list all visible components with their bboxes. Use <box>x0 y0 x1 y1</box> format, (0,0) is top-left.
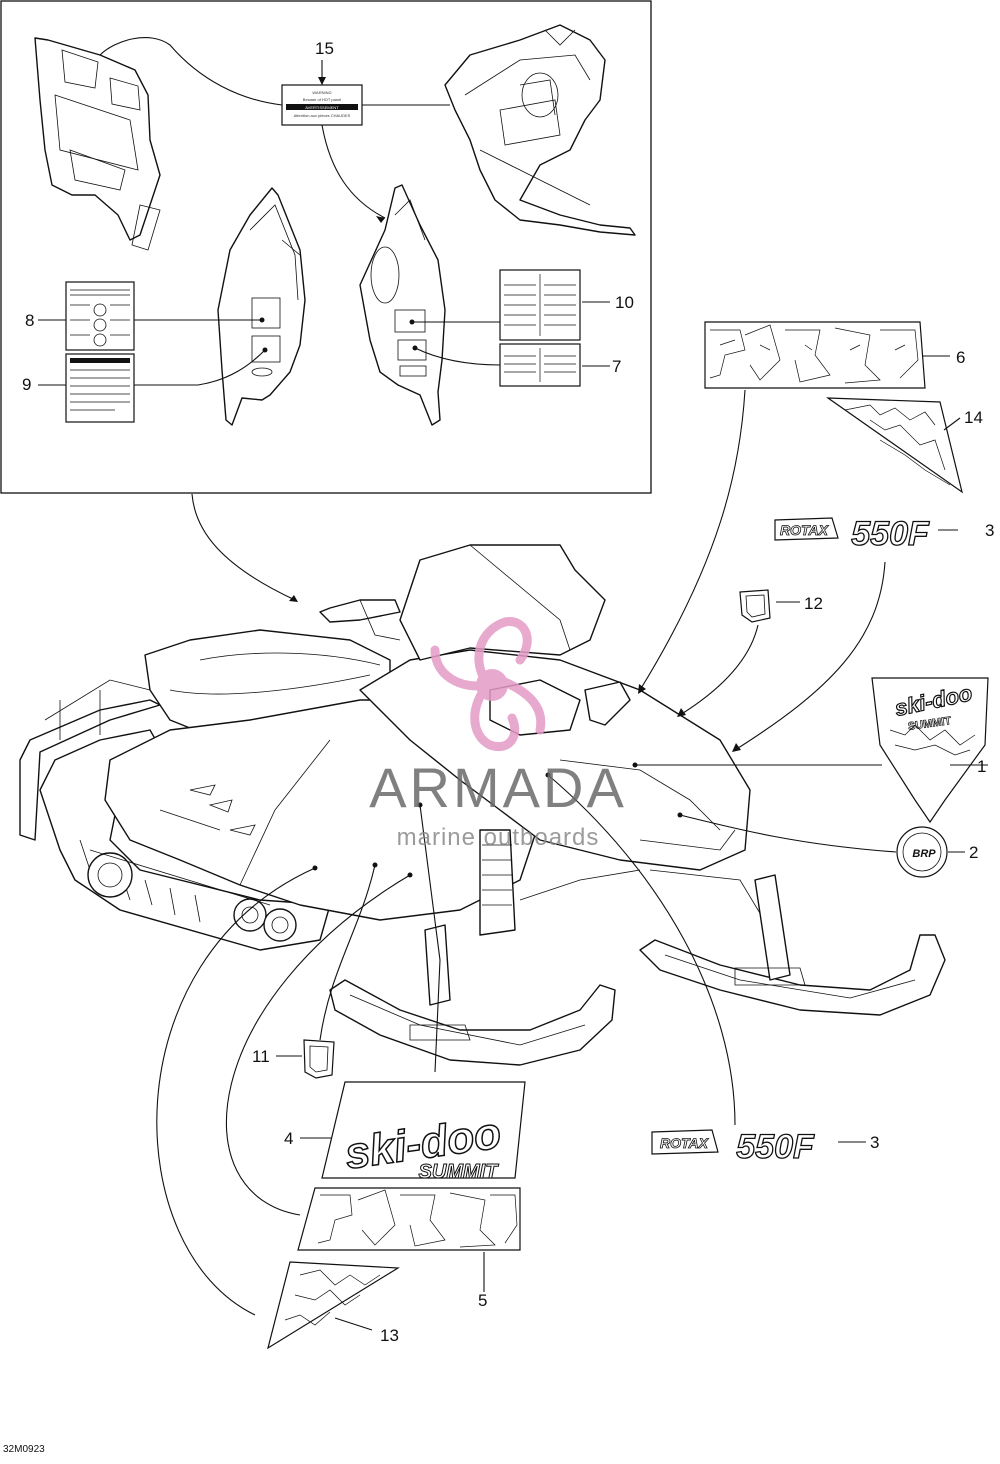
snowmobile-illustration <box>19 544 946 1066</box>
inset-side-panel <box>34 37 161 251</box>
decal-6-side-graphic <box>704 321 926 389</box>
inset-leader-lines <box>38 37 610 386</box>
rotax-text-bottom: ROTAX <box>660 1135 710 1151</box>
watermark-brand: ARMADA <box>369 756 627 819</box>
callout-3-bottom: 3 <box>870 1133 879 1152</box>
decal-7-label <box>499 343 581 387</box>
inset-frame <box>0 0 652 494</box>
callout-7: 7 <box>612 357 621 376</box>
callout-15: 15 <box>315 39 334 58</box>
decal-4-skidoo-side: ski-doo SUMMIT <box>321 1081 526 1184</box>
rotax-text-top: ROTAX <box>780 522 830 538</box>
rotax-model-bottom: 550F <box>736 1128 815 1166</box>
callout-2: 2 <box>969 843 978 862</box>
decal-5-side-graphic <box>297 1187 521 1251</box>
callout-1: 1 <box>977 757 986 776</box>
decal-1-skidoo-shield: ski-doo SUMMIT <box>871 677 989 824</box>
callout-11: 11 <box>252 1047 270 1066</box>
decal-8-label <box>65 281 135 351</box>
decal-10-label <box>499 269 581 341</box>
callout-10: 10 <box>615 293 634 312</box>
decal-2-brp-badge: BRP <box>896 826 948 878</box>
callout-4: 4 <box>284 1129 293 1148</box>
callout-12: 12 <box>804 594 823 613</box>
inset-left-panel <box>217 187 306 426</box>
decal-3-rotax-bottom: ROTAX 550F <box>651 1127 816 1167</box>
brp-text: BRP <box>912 848 936 860</box>
avert-title: AVERTISSEMENT <box>305 105 339 110</box>
summit-text-side: SUMMIT <box>419 1161 500 1183</box>
inset-chassis <box>444 24 636 236</box>
callout-3-top: 3 <box>985 521 994 540</box>
decal-15-warning-label: WARNING Beware of HOT panel AVERTISSEMEN… <box>281 84 363 126</box>
diagram-code: 32M0923 <box>3 1444 45 1455</box>
armada-watermark: ARMADA marine outboards <box>369 617 627 851</box>
watermark-tagline: marine outboards <box>397 824 600 851</box>
callout-numbers: 15 8 9 10 7 6 14 3 12 1 2 11 4 3 5 13 <box>22 39 994 1345</box>
callout-13: 13 <box>380 1326 399 1345</box>
inset-right-panel <box>359 184 446 426</box>
decal-3-rotax-top: ROTAX 550F <box>774 514 931 554</box>
decal-9-label <box>65 353 135 423</box>
decal-14-mountain-triangle <box>825 397 963 494</box>
decal-12-badge <box>739 589 771 623</box>
callout-5: 5 <box>478 1291 487 1310</box>
callout-8: 8 <box>25 311 34 330</box>
propeller-hub <box>476 669 508 701</box>
main-leader-lines <box>156 355 988 1331</box>
avert-line: Attention aux pièces CHAUDES <box>294 113 351 118</box>
warning-line: Beware of HOT panel <box>303 97 342 102</box>
warning-title: WARNING <box>312 90 331 95</box>
decal-11-badge <box>303 1039 335 1079</box>
callout-14: 14 <box>964 408 983 427</box>
rotax-model-top: 550F <box>851 515 930 553</box>
decal-13-mountain-triangle <box>267 1261 400 1350</box>
callout-9: 9 <box>22 375 31 394</box>
callout-6: 6 <box>956 348 965 367</box>
